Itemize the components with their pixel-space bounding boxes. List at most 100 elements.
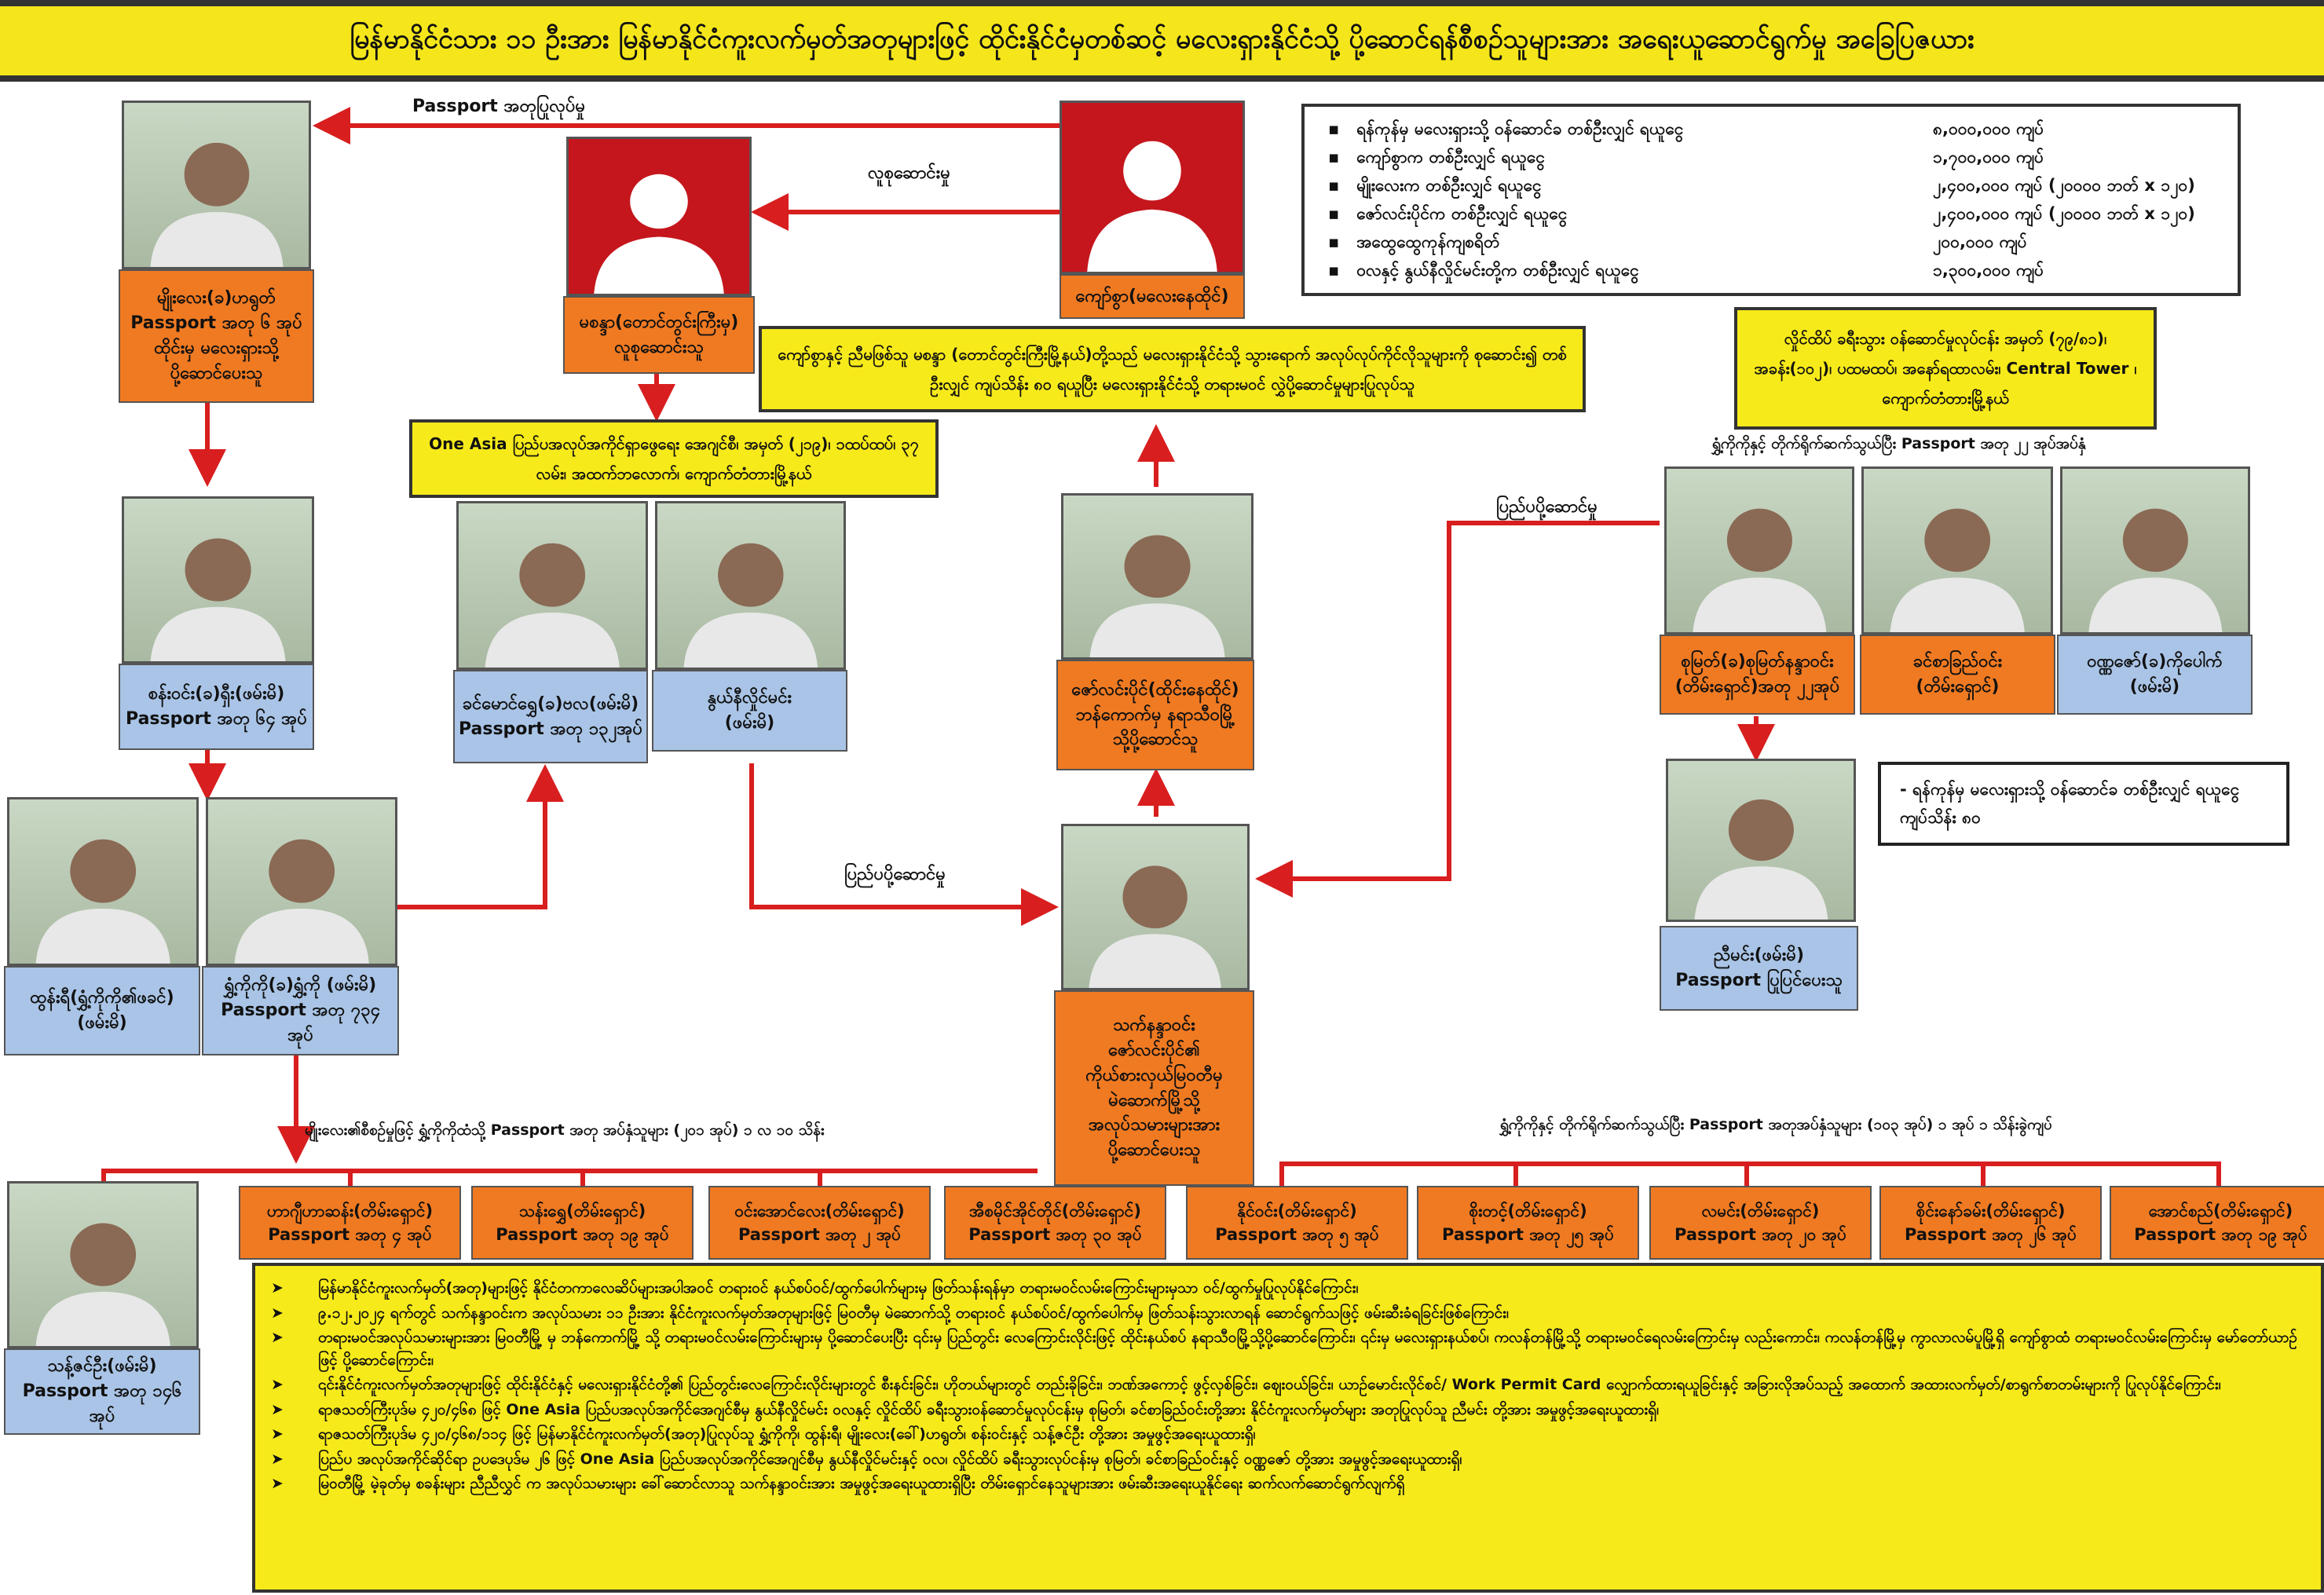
arrow-bullet-icon: ➤ [271, 1425, 284, 1443]
bullet-item: ➤ပြည်ပ အလုပ်အကိုင်ဆိုင်ရာ ဥပဒေပုဒ်မ ၂၆ ဖ… [271, 1448, 2305, 1471]
person-label-myo-lay: မျိုးလေး(ခ)ဟရွတ်Passport အတု ၆ အုပ်ထိုင်… [119, 269, 314, 403]
fee-row: ရန်ကုန်မှ မလေးရှားသို့ ဝန်ဆောင်ခ တစ်ဦးလျ… [1328, 116, 2214, 145]
caption-recruiting: လူစုဆောင်းမှု [868, 163, 950, 183]
passport-holder-line: Passport အတု ၁၉ အုပ် [496, 1225, 669, 1244]
passport-holder-box: နိုင်ဝင်း(တိမ်းရှောင်) Passport အတု ၅ အုပ… [1186, 1186, 1408, 1260]
person-label-zaw-lin-paing: ဇော်လင်းပိုင်(ထိုင်းနေထိုင်) ဘန်ကောက်မှ န… [1056, 660, 1254, 770]
passport-holder-box: စိုင်းနော်ခမ်း(တိမ်းရှောင်) Passport အတု … [1879, 1186, 2102, 1260]
passport-holder-line: စိုင်းနော်ခမ်း(တိမ်းရှောင်) [1916, 1201, 2066, 1220]
person-label-line: ခင်စာခြည်ဝင်း [1912, 652, 2003, 672]
bullet-text: ပြည်ပ အလုပ်အကိုင်ဆိုင်ရာ ဥပဒေပုဒ်မ ၂၆ ဖြ… [318, 1450, 1462, 1468]
person-label-khin-sa: ခင်စာခြည်ဝင်း (တိမ်းရှောင်) [1860, 635, 2055, 715]
fee-label: အထွေထွေကုန်ကျစရိတ် [1328, 232, 1933, 256]
arrow-bullet-icon: ➤ [271, 1400, 284, 1418]
person-label-line: စုမြတ်(ခ)စုမြတ်နန္ဒာဝင်း [1681, 652, 1834, 672]
passport-holder-line: Passport အတု ၂၅ အုပ် [1442, 1225, 1614, 1244]
fee-info-box: ရန်ကုန်မှ မလေးရှားသို့ ဝန်ဆောင်ခ တစ်ဦးလျ… [1301, 104, 2241, 296]
arrow-bullet-icon: ➤ [271, 1475, 284, 1492]
person-label-line: ပို့ဆောင်ပေးသူ [170, 363, 263, 383]
passport-holder-line: အီစမိုင်အိုင်တိုင်(တိမ်းရှောင်) [969, 1201, 1141, 1220]
passport-holder-line: Passport အတု ၃၀ အုပ် [968, 1225, 1142, 1244]
person-photo-su-myat [1664, 466, 1854, 635]
bullet-item: ➤မြန်မာနိုင်ငံကူးလက်မှတ်(အတု)များဖြင့် န… [271, 1277, 2305, 1300]
passport-holder-line: ဟာဂျီဟာဆန်း(တိမ်းရှောင်) [266, 1201, 434, 1220]
person-label-su-myat: စုမြတ်(ခ)စုမြတ်နန္ဒာဝင်း(တိမ်းရှောင်)အတု… [1660, 635, 1855, 715]
person-label-line: Passport အတု ၇၃၄ အုပ် [221, 1001, 380, 1045]
passport-holder-line: Passport အတု ၅ အုပ် [1215, 1225, 1379, 1244]
person-photo-thet-nanda [1061, 824, 1250, 990]
person-label-nwe-ni: နွယ်နီလှိုင်မင်း(ဖမ်းမိ) [652, 670, 847, 752]
person-label-line: ဇော်လင်းပိုင်(ထိုင်းနေထိုင်) [1071, 679, 1239, 700]
person-label-line: Passport အတု ၁၃၂အုပ် [458, 719, 643, 739]
person-label-san-win: စန်းဝင်း(ခ)ရှီး(ဖမ်းမိ) Passport အတု ၆၄ အ… [119, 664, 314, 750]
person-photo-myo-lay [122, 101, 311, 269]
arrow-bullet-icon: ➤ [271, 1376, 284, 1393]
bullet-text: ၎င်းနိုင်ငံကူးလက်မှတ်အတုများဖြင့် ထိုင်း… [318, 1376, 2221, 1393]
person-label-line: နွယ်နီလှိုင်မင်း [707, 688, 792, 708]
passport-holder-box: ဟာဂျီဟာဆန်း(တိမ်းရှောင်) Passport အတု ၄ အ… [239, 1186, 461, 1260]
unknown-silhouette-icon-kyaw-swa [1060, 101, 1245, 274]
passport-holder-line: ဝင်းအောင်လေး(တိမ်းရှောင်) [734, 1201, 905, 1220]
bullet-item: ➤တရားမဝင်အလုပ်သမားများအား မြဝတီမြို့ မှ … [271, 1326, 2305, 1371]
fee-label: ကျော်စွာက တစ်ဦးလျှင် ရယူငွေ [1328, 147, 1933, 171]
person-label-line: ခင်မောင်ရွှေ(ခ)ဗလ(ဖမ်းမိ) [462, 693, 639, 714]
person-photo-san-win [122, 496, 314, 664]
passport-holder-box: အီစမိုင်အိုင်တိုင်(တိမ်းရှောင်) Passport … [944, 1186, 1166, 1260]
person-label-line: Passport အတု ၆၄ အုပ် [126, 709, 307, 729]
person-label-line: ရွှံ့ကိုကို(ခ)ရွှံ့ကို (ဖမ်းမိ) [224, 975, 377, 996]
passport-holder-line: Passport အတု ၄ အုပ် [268, 1225, 432, 1244]
title-text: မြန်မာနိုင်ငံသား ၁၁ ဦးအား မြန်မာနိုင်ငံက… [350, 23, 1974, 55]
fee-label: ဇော်လင်းပိုင်က တစ်ဦးလျှင် ရယူငွေ [1328, 203, 1933, 228]
fee-note-box: - ရန်ကုန်မှ မလေးရှားသို့ ဝန်ဆောင်ခ တစ်ဦး… [1878, 762, 2289, 846]
fee-row: မျိုးလေးက တစ်ဦးလျှင် ရယူငွေ၂,၄၀၀,၀၀၀ ကျပ… [1328, 173, 2214, 201]
person-label-line: စန်းဝင်း(ခ)ရှီး(ဖမ်းမိ) [148, 684, 285, 704]
person-label-msanda: မစန္ဒာ(တောင်တွင်းကြီးမှ)လူစုဆောင်းသူ [563, 296, 755, 374]
person-label-tun-yi: ထွန်းရီ(ရွှံ့ကိုကို၏ဖခင်)(ဖမ်းမိ) [4, 966, 200, 1055]
passport-holder-line: Passport အတု ၂၆ အုပ် [1905, 1225, 2077, 1244]
arrow-bullet-icon: ➤ [271, 1329, 284, 1346]
person-label-line: ဘန်ကောက်မှ နရာသီဝမြို့ [1075, 704, 1235, 725]
person-photo-khin-maung-shwe [456, 501, 648, 670]
person-label-thant-zin: သန့်ဇင်ဦး(ဖမ်းမိ)Passport အတု ၁၄၆ အုပ် [4, 1348, 200, 1435]
person-label-wunna-zaw: ဝဏ္ဏဇော်(ခ)ကိုပေါက်(ဖမ်းမိ) [2057, 635, 2253, 715]
person-photo-tun-yi [7, 797, 199, 966]
person-photo-wunna-zaw [2060, 466, 2250, 635]
person-label-line: Passport အတု ၁၄၆ အုပ် [22, 1381, 182, 1426]
caption-passport-making: Passport အတုပြုလုပ်မှု [412, 97, 586, 116]
passport-holder-line: Passport အတု ၁၉ အုပ် [2134, 1225, 2308, 1244]
fee-row: အထွေထွေကုန်ကျစရိတ်၂၀၀,၀၀၀ ကျပ် [1328, 229, 2214, 258]
passport-holder-line: Passport အတု ၂ အုပ် [737, 1225, 902, 1244]
person-label-shon-ko-ko: ရွှံ့ကိုကို(ခ)ရွှံ့ကို (ဖမ်းမိ) Passport … [202, 966, 399, 1055]
fee-value: ၈,၀၀၀,၀၀၀ ကျပ် [1933, 119, 2044, 138]
fee-value: ၁,၃၀၀,၀၀၀ ကျပ် [1933, 260, 2044, 280]
person-label-line: Passport အတု ၆ အုပ် [130, 313, 302, 334]
caption-export-right: ပြည်ပပို့ဆောင်မှု [1496, 497, 1598, 517]
caption-left-group: မျိုးလေး၏စီစဉ်မှုဖြင့် ရွှံ့ကိုကိုထံသို့… [305, 1121, 825, 1139]
passport-holder-line: သန်းရွှေ(တိမ်းရှောင်) [518, 1201, 646, 1220]
person-label-line: ညီမင်း(ဖမ်းမိ) [1713, 946, 1805, 966]
passport-holder-line: အောင်စည်(တိမ်းရှောင်) [2148, 1201, 2293, 1220]
unknown-silhouette-icon-msanda [566, 137, 752, 296]
person-label-kyaw-swa: ကျော်စွာ(မလေးနေထိုင်) [1060, 274, 1245, 319]
passport-holder-box: သန်းရွှေ(တိမ်းရှောင်) Passport အတု ၁၉ အုပ… [471, 1186, 694, 1260]
bracket-right [1279, 1161, 2221, 1186]
bullet-text: ရာဇသတ်ကြီးပုဒ်မ ၄၂၀/၄၆၈/၁၁၄ ဖြင့် မြန်မာ… [318, 1425, 1256, 1443]
fee-value: ၂၀၀,၀၀၀ ကျပ် [1933, 232, 2027, 251]
person-label-line: (ဖမ်းမိ) [77, 1013, 127, 1033]
person-label-line: ကျော်စွာ(မလေးနေထိုင်) [1075, 286, 1229, 306]
hlaing-htate-agency-box: လှိုင်ထိပ် ခရီးသွား ဝန်ဆောင်မှုလုပ်ငန်း … [1734, 307, 2157, 430]
bullet-text: ရာဇသတ်ကြီးပုဒ်မ ၄၂၀/၄၆၈ ဖြင့် One Asia ပ… [318, 1400, 1660, 1418]
passport-holder-box: စိုးတင့်(တိမ်းရှောင်)Passport အတု ၂၅ အုပ… [1417, 1186, 1639, 1260]
fee-label: ရန်ကုန်မှ မလေးရှားသို့ ဝန်ဆောင်ခ တစ်ဦးလျ… [1328, 119, 1933, 143]
arrow-bullet-icon: ➤ [271, 1279, 284, 1297]
passport-holder-box: လမင်း(တိမ်းရှောင်)Passport အတု ၂၀ အုပ် [1649, 1186, 1872, 1260]
fee-label: ဝလနှင့် နွယ်နီလှိုင်မင်းတို့က တစ်ဦးလျှင်… [1328, 260, 1933, 284]
arrow-shonkoko-to-khinmaung [397, 764, 564, 909]
fee-row: ဇော်လင်းပိုင်က တစ်ဦးလျှင် ရယူငွေ၂,၄၀၀,၀၀… [1328, 201, 2214, 229]
fee-value: ၁,၇၀၀,၀၀၀ ကျပ် [1933, 147, 2044, 166]
person-label-line: လူစုဆောင်းသူ [614, 337, 704, 357]
person-label-line: သက်နန္ဒာဝင်း [1113, 1015, 1195, 1035]
person-label-line: (တိမ်းရှောင်) [1916, 677, 2000, 697]
passport-holder-line: နိုင်ဝင်း(တိမ်းရှောင်) [1237, 1201, 1357, 1220]
person-label-line: မဲဆောက်မြို့သို့ [1108, 1090, 1200, 1110]
